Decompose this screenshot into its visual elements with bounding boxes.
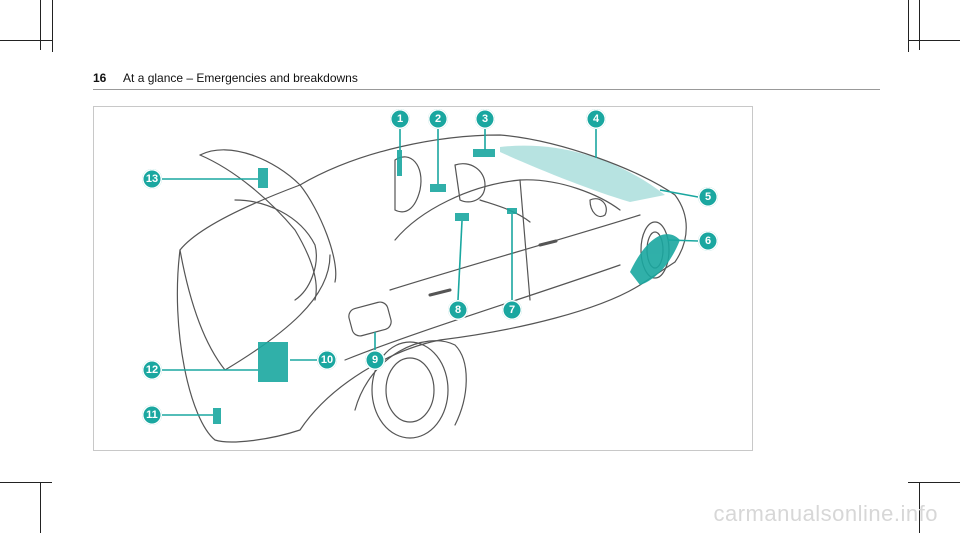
crop-mark [919,483,920,533]
callout-5: 5 [698,187,718,207]
page-number: 16 [93,71,107,85]
callout-8: 8 [448,300,468,320]
crop-mark [40,0,41,50]
crop-mark [0,40,52,41]
callout-1: 1 [390,109,410,129]
header-divider [93,89,880,90]
crop-mark [908,40,960,41]
page-title: At a glance – Emergencies and breakdowns [123,71,358,85]
callout-7: 7 [502,300,522,320]
crop-mark [919,0,920,50]
callout-4: 4 [586,109,606,129]
callout-9: 9 [365,350,385,370]
callout-6: 6 [698,231,718,251]
crop-mark [908,0,909,52]
callout-2: 2 [428,109,448,129]
crop-mark [52,0,53,52]
watermark: carmanualsonline.info [713,501,938,526]
crop-mark [0,482,52,483]
callout-13: 13 [142,169,162,189]
figure-frame [93,106,753,451]
callout-10: 10 [317,350,337,370]
callout-3: 3 [475,109,495,129]
page-header: 16 At a glance – Emergencies and breakdo… [93,71,358,85]
crop-mark [40,483,41,533]
crop-mark [908,482,960,483]
callout-12: 12 [142,360,162,380]
callout-11: 11 [142,405,162,425]
